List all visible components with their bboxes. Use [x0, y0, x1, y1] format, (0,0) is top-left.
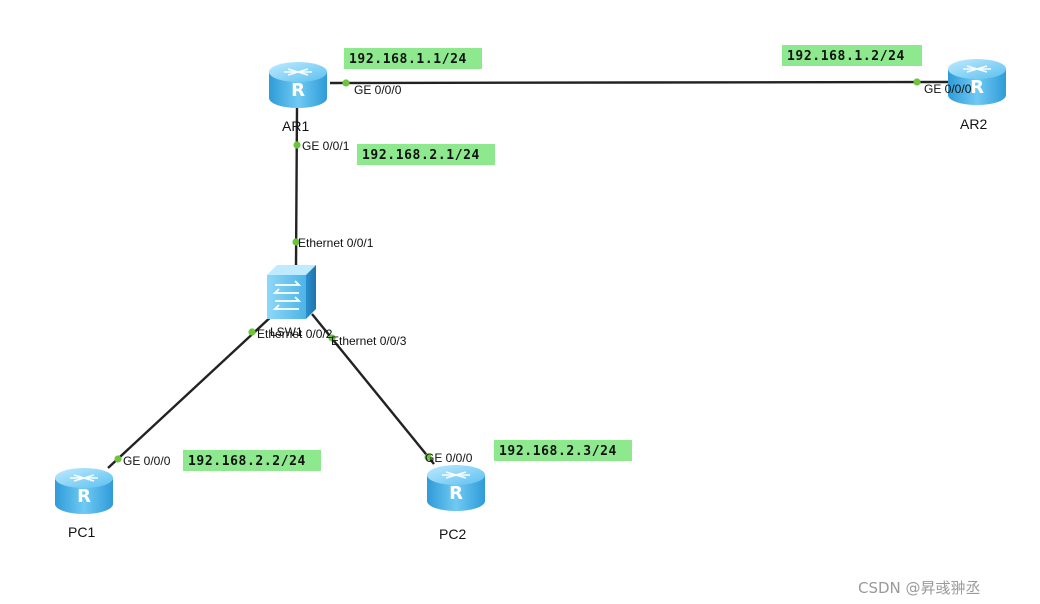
device-ar2[interactable]: AR2: [947, 58, 1007, 132]
port-dot-ar2-ge000: [913, 78, 921, 86]
link-ar1-ar2[interactable]: [329, 80, 949, 85]
port-dots: [114, 78, 921, 463]
links: [107, 80, 949, 469]
port-labels: GE 0/0/0 GE 0/0/0 GE 0/0/1 Ethernet 0/0/…: [123, 82, 972, 468]
port-label-pc1-ge000: GE 0/0/0: [123, 454, 171, 468]
port-label-ar1-ge001: GE 0/0/1: [302, 139, 350, 153]
svg-text:192.168.2.1/24: 192.168.2.1/24: [362, 148, 480, 163]
svg-text:192.168.2.3/24: 192.168.2.3/24: [499, 444, 617, 459]
port-dot-pc1-ge000: [114, 455, 122, 463]
port-label-pc2-ge000: GE 0/0/0: [425, 451, 473, 465]
port-dot-lsw1-e003: [328, 334, 336, 342]
device-label-ar1: AR1: [282, 118, 309, 134]
ip-label-ar1-ge001: 192.168.2.1/24: [357, 144, 495, 165]
port-dot-pc2-ge000: [424, 453, 432, 461]
device-pc2[interactable]: PC2: [426, 464, 486, 542]
svg-text:192.168.1.2/24: 192.168.1.2/24: [787, 49, 905, 64]
device-lsw1[interactable]: [266, 264, 317, 320]
svg-text:192.168.2.2/24: 192.168.2.2/24: [188, 454, 306, 469]
watermark: CSDN @昇彧翀丞: [858, 579, 981, 597]
port-dot-lsw1-e001: [292, 238, 300, 246]
svg-text:192.168.1.1/24: 192.168.1.1/24: [349, 52, 467, 67]
device-label-ar2: AR2: [960, 116, 987, 132]
port-dot-lsw1-e002: [248, 328, 256, 336]
port-label-ar1-ge000: GE 0/0/0: [354, 83, 402, 97]
switch-icon: [266, 264, 317, 320]
port-label-lsw1-e003: Ethernet 0/0/3: [331, 334, 407, 348]
ip-label-pc1-ge000: 192.168.2.2/24: [183, 450, 321, 471]
port-label-lsw1-e002: Ethernet 0/0/2: [257, 327, 333, 341]
link-lsw1-pc1[interactable]: [107, 313, 275, 469]
port-dot-ar1-ge001: [293, 141, 301, 149]
ip-label-pc2-ge000: 192.168.2.3/24: [494, 440, 632, 461]
device-pc1[interactable]: PC1: [54, 467, 114, 540]
router-icon: [268, 61, 328, 109]
device-ar1[interactable]: AR1: [268, 61, 328, 134]
port-label-ar2-ge000: GE 0/0/0: [924, 82, 972, 96]
port-dot-ar1-ge000: [342, 79, 350, 87]
device-label-pc1: PC1: [68, 524, 95, 540]
ip-label-ar2-ge000: 192.168.1.2/24: [782, 45, 922, 66]
device-label-pc2: PC2: [439, 526, 466, 542]
router-icon: [426, 464, 486, 512]
router-icon: [54, 467, 114, 515]
ip-labels: 192.168.1.1/24 192.168.1.2/24 192.168.2.…: [183, 45, 922, 471]
device-label-lsw1: LSW1: [270, 325, 303, 339]
ip-label-ar1-ge000: 192.168.1.1/24: [344, 48, 482, 69]
port-label-lsw1-e001: Ethernet 0/0/1: [298, 236, 374, 250]
